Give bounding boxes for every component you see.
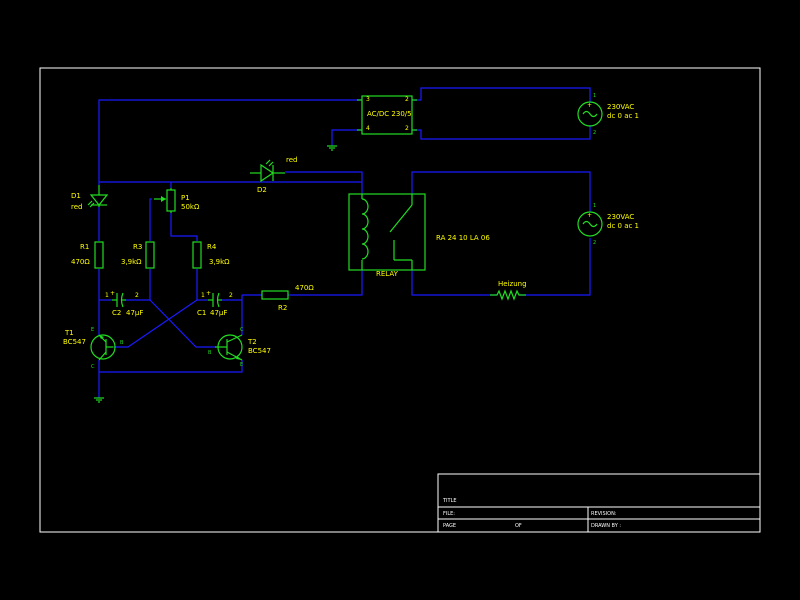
r2-ref: R2 <box>278 304 287 312</box>
src2-pin1: 1 <box>593 203 596 209</box>
acdc-label: AC/DC 230/5 <box>367 110 412 118</box>
src1-pin1: 1 <box>593 93 596 99</box>
relay-label: RELAY <box>376 270 399 278</box>
potentiometer-p1: P1 50kΩ <box>154 188 200 213</box>
revision-label: REVISION: <box>591 511 617 517</box>
drawing-border <box>39 67 761 533</box>
page-label: PAGE <box>443 523 456 529</box>
t1-pin-b: B <box>120 340 124 346</box>
transistor-t1: E B C T1 BC547 <box>63 327 124 370</box>
wires <box>98 87 591 398</box>
t1-ref: T1 <box>64 329 74 337</box>
resistor-r2: R2 470Ω <box>261 284 314 312</box>
t1-value: BC547 <box>63 338 86 346</box>
d2-value: red <box>286 156 297 164</box>
r4-ref: R4 <box>207 243 217 251</box>
led-d1: D1 red <box>71 185 109 211</box>
relay-part: RA 24 10 LA 06 <box>436 234 490 242</box>
r4-value: 3,9kΩ <box>209 258 230 266</box>
c1-value: 47µF <box>210 309 227 317</box>
c2-value: 47µF <box>126 309 143 317</box>
t2-pin-b: B <box>208 350 212 356</box>
acdc-pin3: 3 <box>366 96 370 103</box>
r1-ref: R1 <box>80 243 89 251</box>
svg-text:+: + <box>206 290 211 297</box>
drawn-by-label: DRAWN BY : <box>591 523 621 529</box>
c2-pin2: 2 <box>135 292 139 299</box>
capacitor-c1: + 1 2 C1 47µF <box>197 290 233 317</box>
led-d2: red D2 <box>250 156 297 194</box>
svg-text:+: + <box>587 212 592 219</box>
c2-pin1: 1 <box>105 292 109 299</box>
src2-pin2: 2 <box>593 240 596 246</box>
svg-text:+: + <box>587 102 592 109</box>
t2-pin-c: C <box>240 327 244 333</box>
c1-pin1: 1 <box>201 292 205 299</box>
ac-source-2: + 1 2 230VAC dc 0 ac 1 <box>577 203 639 246</box>
src2-params: dc 0 ac 1 <box>607 222 639 230</box>
ground-icon <box>94 397 104 403</box>
r3-value: 3,9kΩ <box>121 258 142 266</box>
c2-ref: C2 <box>112 309 121 317</box>
c1-pin2: 2 <box>229 292 233 299</box>
src1-voltage: 230VAC <box>607 103 634 111</box>
capacitor-c2: + 1 2 C2 47µF <box>105 290 143 317</box>
title-block: TITLE FILE: REVISION: PAGE OF DRAWN BY : <box>437 473 761 533</box>
t2-value: BC547 <box>248 347 271 355</box>
d2-ref: D2 <box>257 186 267 194</box>
title-label: TITLE <box>442 498 457 504</box>
t2-pin-e: E <box>240 362 243 368</box>
acdc-pin2b: 2 <box>405 125 409 132</box>
t1-pin-e: E <box>91 327 94 333</box>
t1-pin-c: C <box>91 364 95 370</box>
r3-ref: R3 <box>133 243 142 251</box>
acdc-pin4: 4 <box>366 125 370 132</box>
acdc-converter: AC/DC 230/5 3 4 2 2 <box>357 95 417 135</box>
ground-icon <box>327 145 337 151</box>
src1-params: dc 0 ac 1 <box>607 112 639 120</box>
c1-ref: C1 <box>197 309 206 317</box>
r2-value: 470Ω <box>295 284 314 292</box>
resistor-r4: R4 3,9kΩ <box>192 241 230 269</box>
heater-element: Heizung <box>490 280 527 301</box>
p1-value: 50kΩ <box>181 203 200 211</box>
relay: RELAY RA 24 10 LA 06 <box>348 193 490 278</box>
ac-source-1: + 1 2 230VAC dc 0 ac 1 <box>577 93 639 136</box>
file-label: FILE: <box>443 511 455 517</box>
t2-ref: T2 <box>247 338 257 346</box>
resistor-r1: R1 470Ω <box>71 241 104 269</box>
r1-value: 470Ω <box>71 258 90 266</box>
svg-text:+: + <box>110 290 115 297</box>
src1-pin2: 2 <box>593 130 596 136</box>
heater-label: Heizung <box>498 280 527 288</box>
d1-ref: D1 <box>71 192 81 200</box>
d1-value: red <box>71 203 82 211</box>
p1-ref: P1 <box>181 194 190 202</box>
of-label: OF <box>515 523 522 529</box>
resistor-r3: R3 3,9kΩ <box>121 241 155 269</box>
transistor-t2: C B E T2 BC547 <box>208 327 271 368</box>
acdc-pin2a: 2 <box>405 96 409 103</box>
src2-voltage: 230VAC <box>607 213 634 221</box>
